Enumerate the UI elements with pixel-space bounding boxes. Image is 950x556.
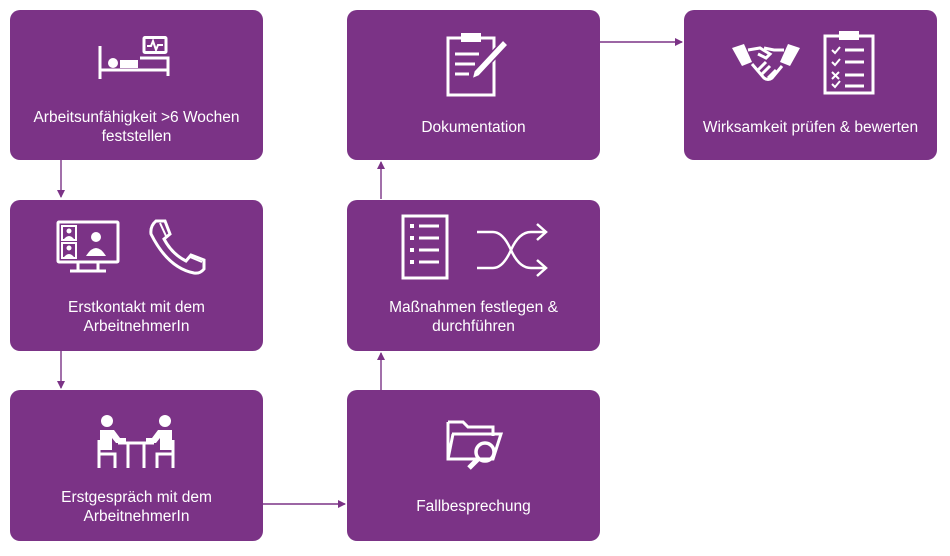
shuffle-icon bbox=[477, 223, 548, 277]
step-label: Erstkontakt mit dem ArbeitnehmerIn bbox=[68, 299, 205, 335]
step-label: Dokumentation bbox=[421, 119, 526, 136]
step-fallbesprechung: Fallbesprechung bbox=[347, 390, 600, 541]
step-wirksamkeit: Wirksamkeit prüfen & bewerten bbox=[684, 10, 937, 160]
video-call-icon bbox=[56, 220, 120, 273]
step-erstkontakt: Erstkontakt mit dem ArbeitnehmerIn bbox=[10, 200, 263, 351]
step-label: Fallbesprechung bbox=[416, 498, 531, 515]
clipboard-pen-icon bbox=[446, 33, 509, 97]
step-arbeitsunfaehigkeit: Arbeitsunfähigkeit >6 Wochen feststellen bbox=[10, 10, 263, 160]
checklist-clipboard-icon bbox=[823, 31, 875, 95]
step-label: Maßnahmen festlegen & durchführen bbox=[389, 299, 558, 335]
hospital-bed-icon bbox=[98, 36, 170, 79]
checklist-icon bbox=[401, 214, 449, 280]
step-massnahmen: Maßnahmen festlegen & durchführen bbox=[347, 200, 600, 351]
step-label: Erstgespräch mit dem ArbeitnehmerIn bbox=[61, 489, 212, 525]
phone-icon bbox=[149, 219, 206, 275]
step-dokumentation: Dokumentation bbox=[347, 10, 600, 160]
step-label: Wirksamkeit prüfen & bewerten bbox=[702, 119, 919, 136]
folder-search-icon bbox=[446, 420, 504, 470]
step-label: Arbeitsunfähigkeit >6 Wochen feststellen bbox=[33, 109, 240, 145]
meeting-table-icon bbox=[97, 415, 175, 468]
handshake-icon bbox=[732, 44, 800, 81]
step-erstgespraech: Erstgespräch mit dem ArbeitnehmerIn bbox=[10, 390, 263, 541]
